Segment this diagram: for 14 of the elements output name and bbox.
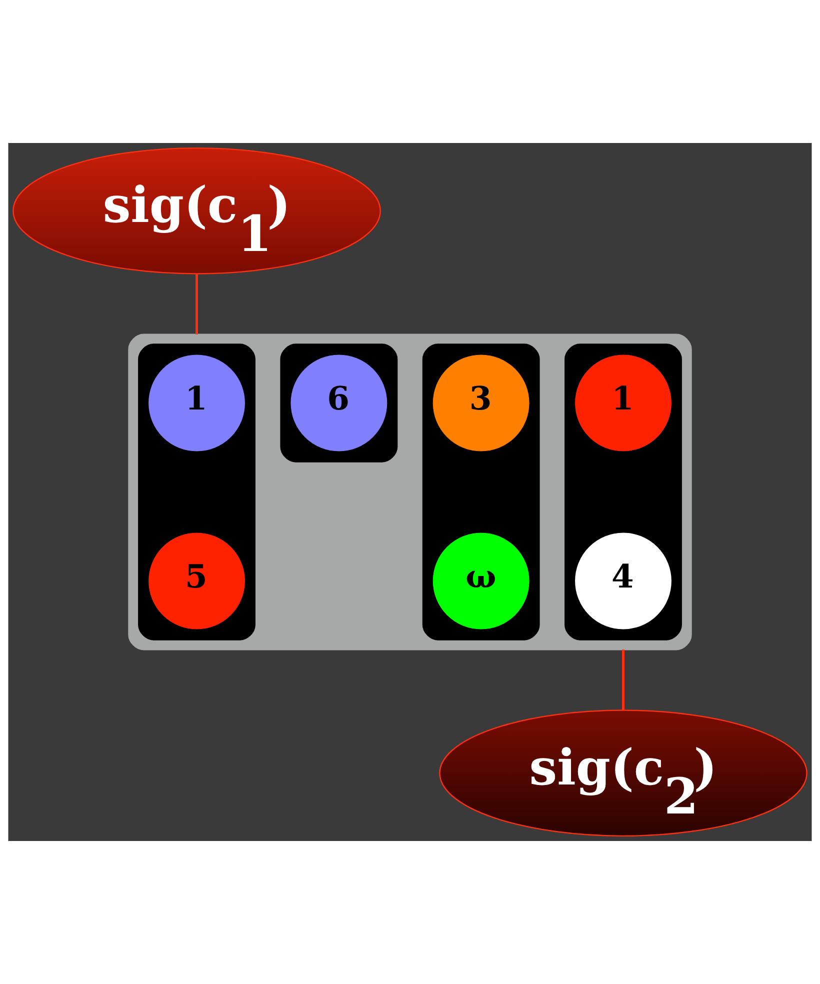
node-circle: 5 xyxy=(147,532,246,630)
connector xyxy=(196,274,198,334)
node-circle: 1 xyxy=(147,354,246,452)
connector xyxy=(622,650,624,710)
cluster xyxy=(564,344,682,640)
cluster xyxy=(422,344,540,640)
cluster xyxy=(280,344,398,462)
node-circle: 4 xyxy=(574,532,673,630)
node-circle: 6 xyxy=(289,354,388,452)
node-circle: 3 xyxy=(432,354,531,452)
node-circle: 1 xyxy=(574,354,673,452)
cluster xyxy=(138,344,256,640)
cluster xyxy=(128,334,692,650)
node-circle: ω xyxy=(432,532,531,630)
